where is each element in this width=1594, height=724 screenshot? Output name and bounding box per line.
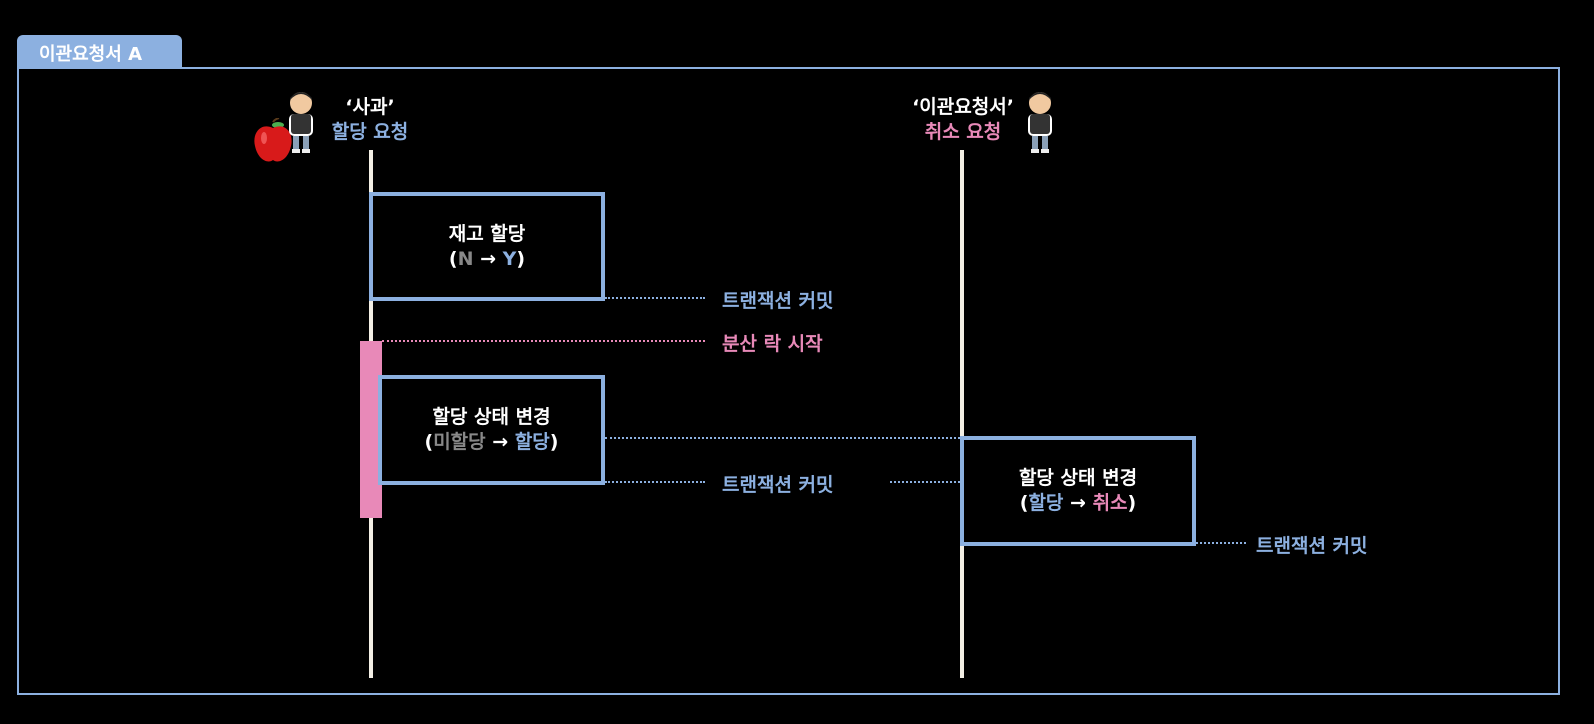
- left-actor-name: ‘사과’: [345, 96, 395, 118]
- transition-to: 할당: [514, 431, 550, 453]
- commit-label: 트랜잭션 커밋: [722, 290, 834, 312]
- commit3-connector: [1196, 542, 1246, 544]
- allocation-status-change-box: 할당 상태 변경 (미할당 → 할당): [378, 375, 605, 485]
- person-icon: [289, 92, 313, 153]
- person-icon: [1028, 92, 1052, 153]
- right-actor-name: ‘이관요청서’: [912, 96, 1014, 118]
- lock-start-connector: [382, 340, 705, 342]
- left-actor-label: ‘사과’ 할당 요청: [310, 95, 430, 145]
- stock-allocation-box: 재고 할당 (N → Y): [369, 192, 605, 301]
- transition-open: (: [1019, 492, 1029, 514]
- left-actor-action: 할당 요청: [331, 121, 409, 143]
- cancel-status-change-box: 할당 상태 변경 (할당 → 취소): [960, 436, 1196, 546]
- lock-start-label: 분산 락 시작: [722, 333, 823, 355]
- transition-arrow: →: [1063, 492, 1093, 514]
- box-transition: (N → Y): [449, 247, 525, 272]
- box-transition: (할당 → 취소): [1020, 491, 1136, 516]
- commit2-connector-left: [605, 481, 705, 483]
- box-transition: (미할당 → 할당): [425, 430, 559, 455]
- box-title: 재고 할당: [448, 222, 526, 245]
- transition-to: Y: [502, 247, 517, 270]
- commit2-connector-right: [890, 481, 960, 483]
- transition-open: (: [448, 247, 458, 270]
- transition-to: 취소: [1092, 492, 1128, 514]
- right-actor-label: ‘이관요청서’ 취소 요청: [892, 95, 1034, 145]
- cross-lifeline-connector: [605, 437, 960, 439]
- commit-label: 트랜잭션 커밋: [1256, 535, 1368, 557]
- transition-close: ): [1127, 492, 1137, 514]
- right-lifeline: [960, 150, 964, 678]
- right-actor-action: 취소 요청: [924, 121, 1002, 143]
- transition-open: (: [424, 431, 434, 453]
- box-title: 할당 상태 변경: [1018, 467, 1138, 489]
- diagram-frame: [17, 67, 1560, 695]
- transition-from: 미할당: [433, 431, 486, 453]
- distributed-lock-bar: [360, 341, 382, 518]
- transition-close: ): [516, 247, 526, 270]
- transition-from: N: [457, 247, 474, 270]
- transition-arrow: →: [485, 431, 515, 453]
- box-title: 할당 상태 변경: [432, 406, 551, 428]
- transition-arrow: →: [473, 247, 503, 270]
- commit-label: 트랜잭션 커밋: [722, 474, 834, 496]
- transition-from: 할당: [1028, 492, 1064, 514]
- tab-title[interactable]: 이관요청서 A: [17, 35, 182, 68]
- transition-close: ): [549, 431, 559, 453]
- commit1-connector: [605, 297, 705, 299]
- apple-icon: [254, 118, 292, 162]
